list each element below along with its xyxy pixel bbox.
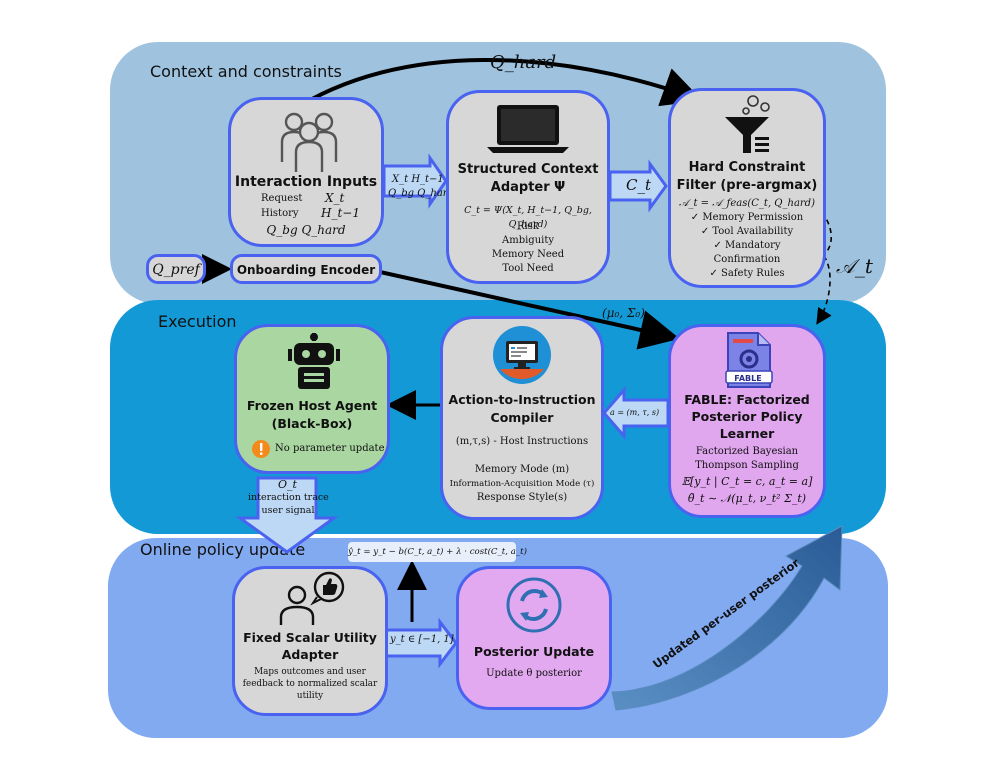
laptop-icon [487,105,569,153]
fable-box: FABLE FABLE: Factorized Posterior Policy… [668,324,826,518]
compiler-title-2: Compiler [490,410,554,425]
y-hat-formula: ŷ_t = y_t − b(C_t, a_t) + λ · cost(C_t, … [348,542,527,562]
fable-sub-1: Factorized Bayesian [695,446,799,457]
compiler-item-response-style: Response Style(s) [476,492,568,503]
compiler-box: Action-to-Instruction Compiler (m,τ,s) -… [440,316,604,520]
context-adapter-formula: C_t = Ψ(X_t, H_t−1, Q_bg, Q_hard) [464,205,592,230]
warning-icon [252,440,270,458]
mu-sigma-label: (μ₀, Σ₀) [602,306,645,320]
fable-formula-1: 𝔼[y_t | C_t = c, a_t = a] [681,475,813,488]
a-t-label: 𝒜_t [836,254,873,278]
ct-label: C_t [626,176,652,194]
frozen-agent-title-2: (Black-Box) [271,416,353,431]
utility-adapter-box: Fixed Scalar Utility Adapter Maps outcom… [232,566,388,716]
frozen-agent-title-1: Frozen Host Agent [246,398,378,413]
fable-to-compiler-arrow [602,385,670,441]
onboarding-encoder-label: Onboarding Encoder [236,263,376,277]
filter-item-tool-availability: ✓ Tool Availability [700,226,794,237]
fable-title-3: Learner [719,426,775,441]
execution-panel-title: Execution [158,312,237,331]
hard-filter-title-1: Hard Constraint [688,160,806,175]
inputs-to-adapter-arrow [382,153,448,209]
fable-formula-2: θ̃_t ∼ 𝒩(μ_t, ν_t² Σ_t) [687,492,807,505]
filter-item-mandatory: ✓ Mandatory [713,240,781,251]
trace-ot-label: O_t [278,478,297,491]
onboarding-encoder-box: Onboarding Encoder [230,254,382,284]
adapter-to-filter-arrow [608,159,668,213]
context-panel-title: Context and constraints [150,62,342,81]
posterior-update-box: Posterior Update Update θ posterior [456,566,612,710]
context-adapter-title-1: Structured Context [457,162,599,177]
fable-title-1: FABLE: Factorized [684,392,810,407]
compiler-item-info-acquisition: Information-Acquisition Mode (τ) [449,479,595,489]
hard-filter-formula: 𝒜_t = 𝒜_feas(C_t, Q_hard) [678,198,815,209]
utility-desc-2: feedback to normalized scalar [242,679,378,689]
updated-posterior-big-arrow [611,525,843,711]
posterior-title: Posterior Update [473,644,595,659]
trace-down-arrow [235,476,339,554]
inputs-arrow-label-2: Q_bg Q_hard [388,188,454,199]
group-of-people-icon [280,112,338,172]
context-adapter-box: Structured Context Adapter Ψ C_t = Ψ(X_t… [446,90,610,284]
hard-filter-box: Hard Constraint Filter (pre-argmax) 𝒜_t … [668,88,826,288]
no-parameter-update-note: No parameter update [275,443,385,454]
fable-title-2: Posterior Policy [691,409,803,424]
hard-filter-title-2: Filter (pre-argmax) [676,178,818,193]
context-item-ambiguity: Ambiguity [501,235,554,246]
q-hard-curve-arrow [288,58,703,114]
filter-item-memory-permission: ✓ Memory Permission [690,212,804,223]
document-gear-icon [725,332,773,388]
trace-label-2: user signal [261,505,315,516]
compiler-subtitle: (m,τ,s) - Host Instructions [455,436,589,447]
code-screen-icon [493,326,551,384]
refresh-cycle-icon [506,577,562,633]
context-item-risk: Risk [517,221,539,232]
q-pref-box: Q_pref [146,254,206,284]
fable-sub-2: Thompson Sampling [695,460,799,471]
utility-title-2: Adapter [281,647,339,662]
filter-item-confirmation: Confirmation [713,254,781,265]
action-label: a = (m, τ, s) [610,408,660,417]
request-symbol: X_t [325,191,345,205]
funnel-filter-icon [725,95,770,153]
robot-icon [288,333,340,389]
filter-item-safety-rules: ✓ Safety Rules [709,268,785,279]
fable-badge: FABLE [734,374,762,383]
request-label: Request [261,193,303,204]
q-pref-label: Q_pref [152,262,200,278]
utility-to-posterior-arrow [384,617,458,669]
context-item-tool-need: Tool Need [502,263,554,274]
trace-label-1: interaction trace [248,492,329,503]
inputs-arrow-label-1: X_t H_t−1 [392,174,444,185]
utility-desc-3: utility [296,691,324,701]
context-adapter-title-2: Adapter Ψ [490,180,566,195]
q-hard-label: Q_hard [490,52,557,73]
context-item-memory-need: Memory Need [491,249,565,260]
interaction-inputs-title: Interaction Inputs [234,174,378,190]
history-symbol: H_t−1 [321,206,360,220]
y-range-label: y_t ∈ [−1, 1] [390,634,454,645]
onboarding-to-fable-arrow [379,270,680,350]
online-panel-title: Online policy update [140,540,306,559]
utility-title-1: Fixed Scalar Utility [243,630,377,645]
compiler-item-memory-mode: Memory Mode (m) [474,464,570,475]
qbg-qhard-symbols: Q_bg Q_hard [266,223,346,237]
posterior-subtitle: Update θ posterior [486,668,582,679]
interaction-inputs-box: Interaction Inputs Request X_t History H… [228,97,384,247]
frozen-agent-box: Frozen Host Agent (Black-Box) No paramet… [234,324,390,474]
utility-desc-1: Maps outcomes and user [254,667,366,677]
history-label: History [261,208,299,219]
user-thumbs-up-icon [279,571,345,625]
compiler-title-1: Action-to-Instruction [448,392,596,407]
